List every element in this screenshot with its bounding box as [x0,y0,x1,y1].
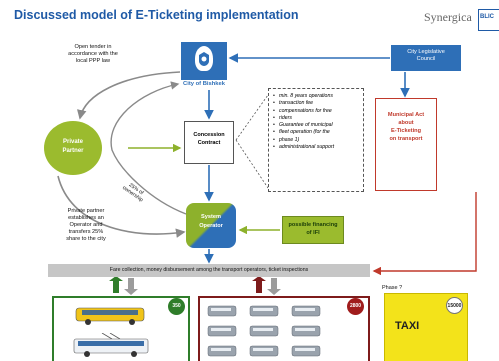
contract-terms-box: min. 8 years operations transaction fee … [268,88,364,192]
arrow-city-to-partner [77,71,181,120]
minibus-fleet-icon [207,305,321,357]
minibus-count-badge: 2800 [347,298,364,315]
term-item: administrational support [273,144,359,152]
partner-establishes-note: Private partner establishes an Operator … [66,208,106,242]
bus-count-badge: 350 [168,298,185,315]
city-council-box: City Legislative Council [391,45,461,71]
taxi-label: TAXI [395,320,420,332]
arrow-bus-up [109,276,123,293]
taxi-count-badge: 15000 [446,297,463,314]
ifi-financing-box: possible financing of IFI [282,216,344,244]
concession-contract-box: Concession Contract [184,121,234,164]
arrow-operator-to-city [110,81,187,215]
city-emblem-icon [195,46,213,71]
minibus-panel [198,296,370,361]
arrow-bus-down [124,278,138,295]
synergica-logo: Synergica [424,10,472,24]
bus-panel [52,296,190,361]
arrow-partner-to-operator [57,175,186,238]
fare-collection-bar: Fare collection, money disbursement amon… [48,264,370,277]
city-label: City of Bishkek [183,81,225,87]
term-item: riders [273,115,359,123]
trolleybus-icon [75,307,145,325]
arrow-minibus-down [267,278,281,295]
term-item: min. 8 years operations [273,93,359,101]
logo-badge: BLIC [478,9,499,31]
term-item: transaction fee [273,100,359,108]
bus-icon [73,333,149,357]
dashed-bracket [235,94,269,189]
term-item: phase 1) [273,137,359,145]
term-item: compensations for free [273,108,359,116]
system-operator-box: System Operator [186,203,236,248]
municipal-act-box: Municipal Act about E-Ticketing on trans… [375,98,437,191]
phase-label: Phase ? [382,285,403,291]
page-title: Discussed model of E-Ticketing implement… [14,8,299,22]
arrow-act-to-bar [372,192,477,276]
open-tender-note: Open tender in accordance with the local… [68,44,118,64]
term-item: fleet operation (for the [273,129,359,137]
term-item: Guarantee of municipal [273,122,359,130]
private-partner-circle: Private Partner [44,121,102,175]
arrow-minibus-up [252,276,266,293]
